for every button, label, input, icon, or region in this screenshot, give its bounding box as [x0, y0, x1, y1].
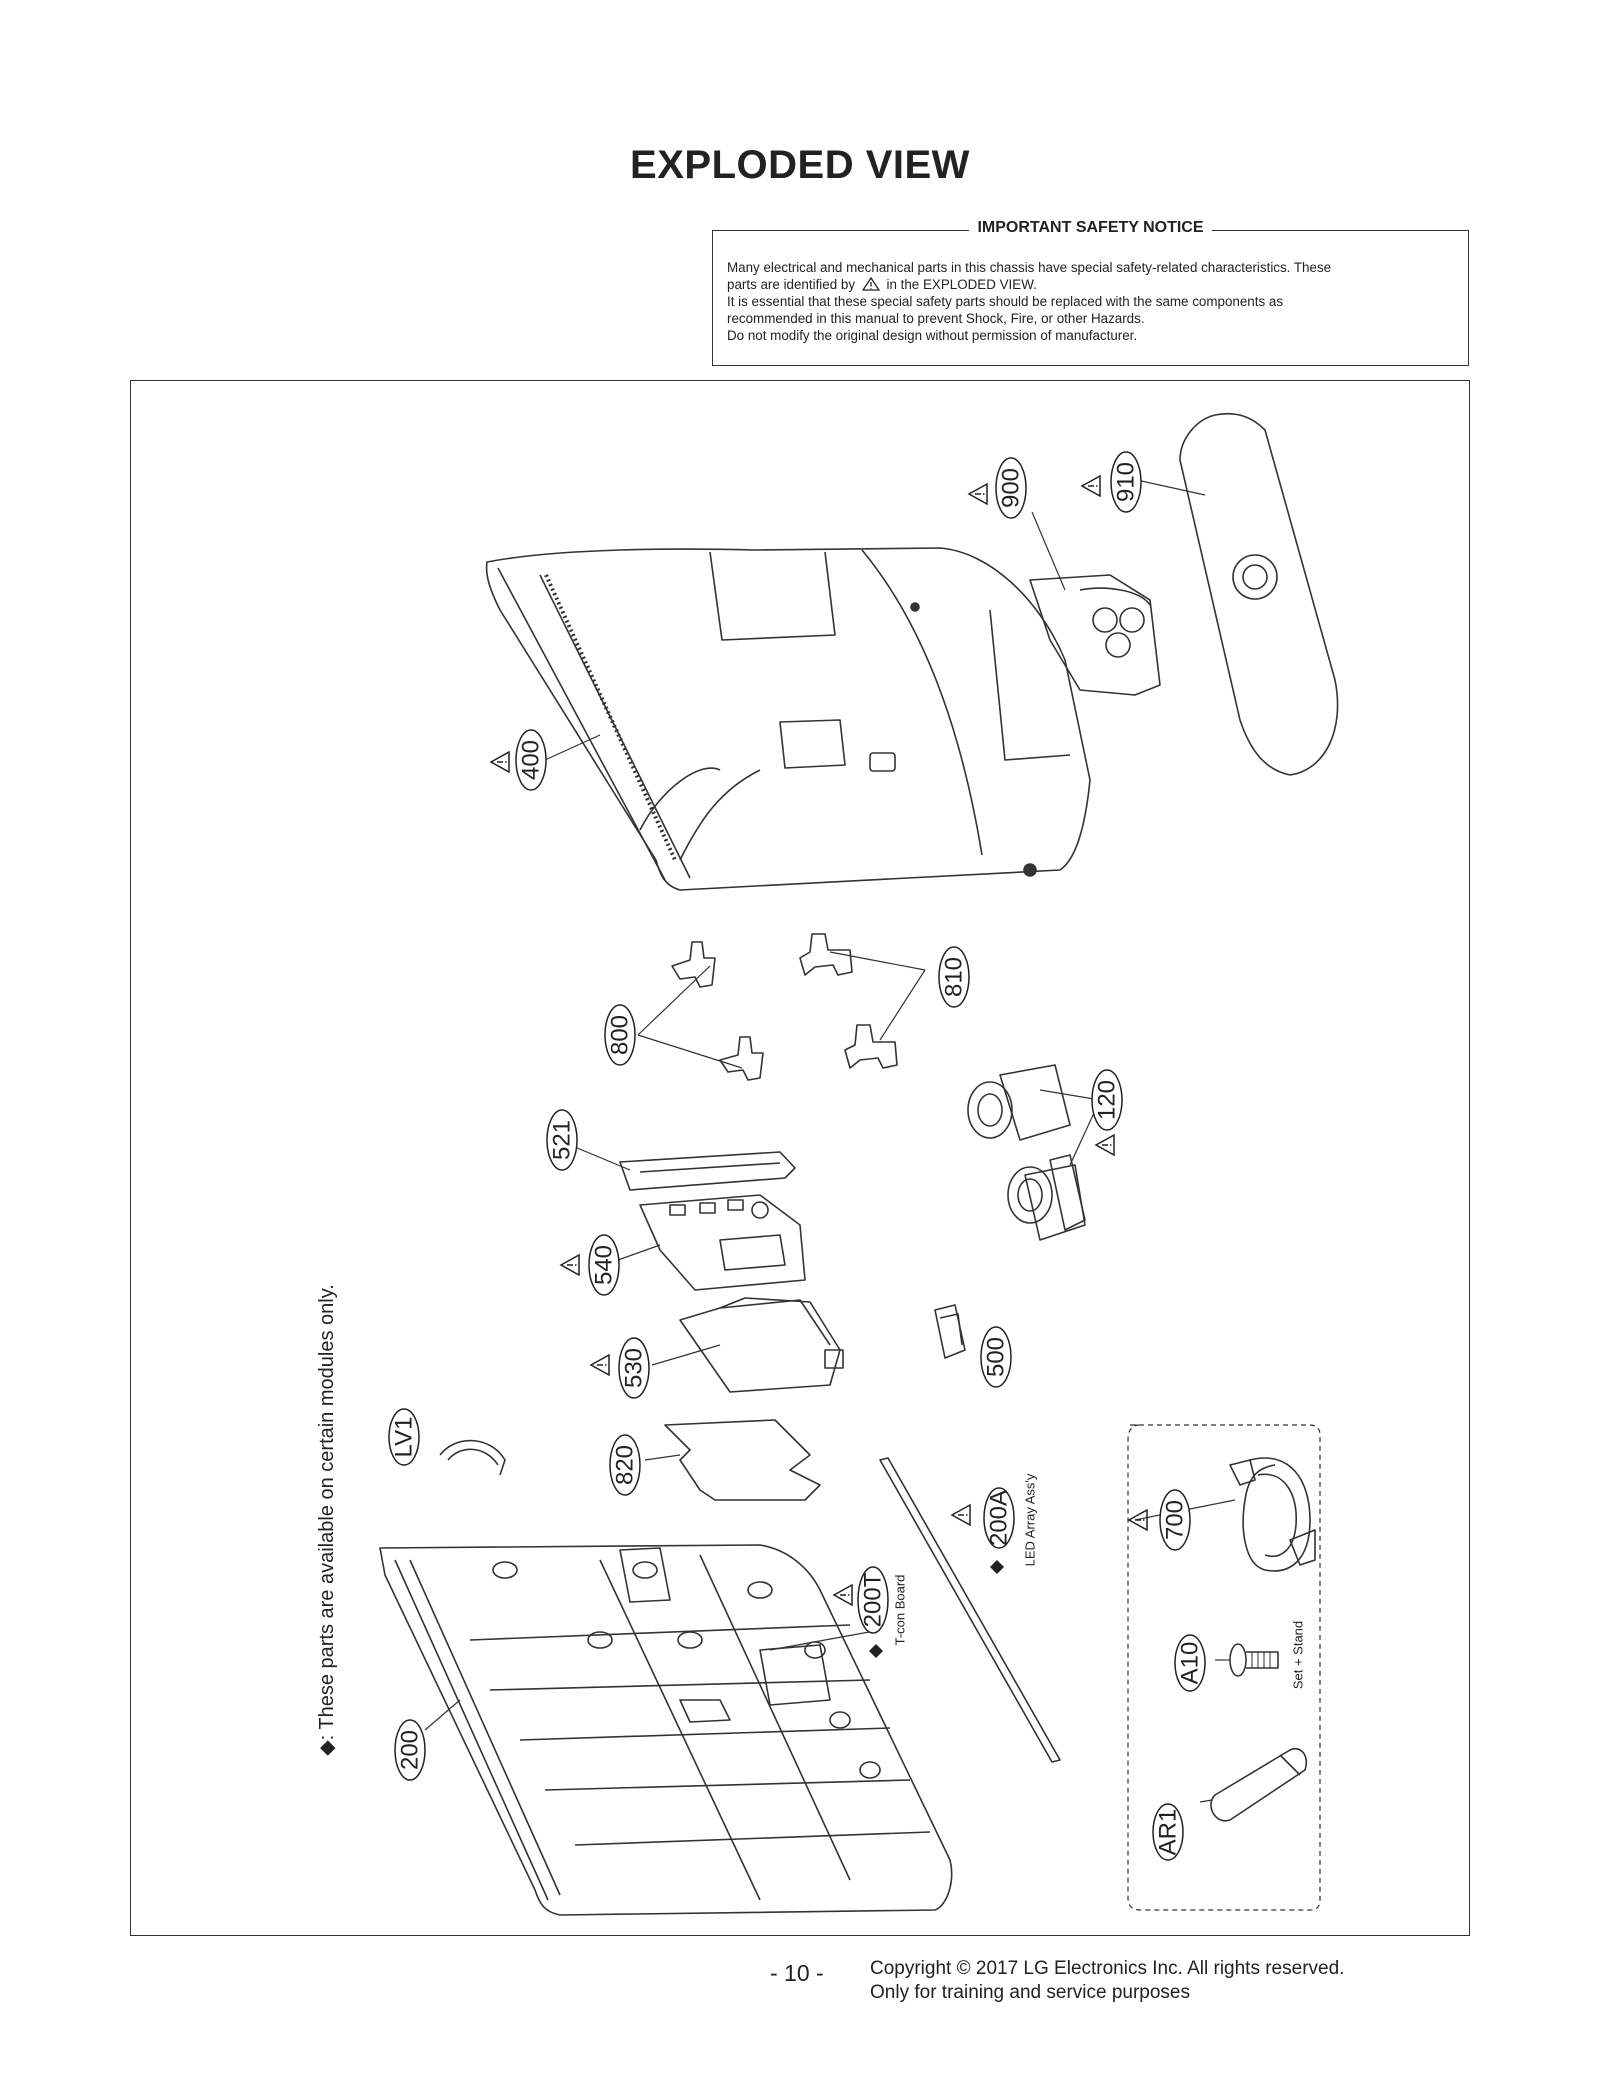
callout-a10: A10 — [1177, 1642, 1204, 1685]
page-title: EXPLODED VIEW — [630, 143, 970, 187]
note-set-stand: Set + Stand — [1291, 1621, 1306, 1689]
note-led-array: LED Array Ass'y — [1023, 1473, 1038, 1566]
cable-lv1-part — [439, 1439, 506, 1476]
stand-base-part — [1179, 412, 1339, 776]
callout-521: 521 — [549, 1120, 576, 1160]
main-board-540-part — [639, 1194, 806, 1291]
power-board-530-part — [679, 1297, 844, 1393]
back-cover-part — [485, 547, 1091, 891]
speaker-120-part — [967, 1064, 1086, 1241]
callout-500: 500 — [983, 1337, 1010, 1377]
led-strip-200a-part — [879, 1457, 1061, 1763]
accessory-box-outline — [1127, 1424, 1321, 1911]
notice-line-1: Many electrical and mechanical parts in … — [727, 260, 1332, 275]
note-tcon-board: T-con Board — [893, 1575, 908, 1646]
callout-120: 120 — [1094, 1080, 1121, 1120]
modules-side-note: ◆: These parts are available on certain … — [316, 1284, 338, 1756]
screw-a10-part — [1229, 1643, 1279, 1677]
callout-200: 200 — [397, 1730, 424, 1770]
sheet-820-part — [664, 1419, 821, 1501]
remote-ar1-part — [1210, 1748, 1308, 1822]
safety-notice-body: Many electrical and mechanical parts in … — [727, 259, 1454, 344]
safety-notice: IMPORTANT SAFETY NOTICE Many electrical … — [712, 219, 1469, 366]
leader-lines — [424, 479, 1236, 1803]
callout-810: 810 — [941, 957, 968, 997]
bracket-800-part — [671, 941, 764, 1081]
callout-540: 540 — [591, 1245, 618, 1285]
bracket-810-part — [799, 933, 898, 1069]
callout-400: 400 — [518, 740, 545, 780]
warning-triangle-icon — [490, 475, 1148, 1606]
callout-ar1: AR1 — [1155, 1809, 1182, 1856]
cable-700-part — [1229, 1457, 1316, 1572]
callout-200a: 200A — [986, 1490, 1013, 1546]
panel-module-200-part — [379, 1544, 953, 1916]
bracket-521-part — [619, 1151, 796, 1191]
diamond-icon — [869, 1560, 1004, 1658]
callout-820: 820 — [612, 1445, 639, 1485]
stand-neck-part — [1029, 574, 1161, 696]
diagram-frame — [130, 380, 1470, 1936]
callout-200t: 200T — [860, 1572, 887, 1627]
copyright-line-2: Only for training and service purposes — [870, 1982, 1190, 2003]
warning-triangle-icon — [861, 276, 880, 291]
callout-lv1: LV1 — [391, 1417, 418, 1458]
page-number: - 10 - — [770, 1960, 824, 1986]
notice-line-2: parts are identified by in the EXPLODED … — [727, 276, 1037, 292]
part-500 — [934, 1304, 966, 1359]
callout-530: 530 — [621, 1348, 648, 1388]
notice-line-5: Do not modify the original design withou… — [727, 328, 1138, 343]
callout-800: 800 — [607, 1015, 634, 1055]
callout-900: 900 — [998, 468, 1025, 508]
notice-line-3: It is essential that these special safet… — [727, 294, 1284, 309]
safety-notice-heading: IMPORTANT SAFETY NOTICE — [969, 219, 1212, 236]
copyright-notice: Copyright © 2017 LG Electronics Inc. All… — [870, 1957, 1344, 2005]
copyright-line-1: Copyright © 2017 LG Electronics Inc. All… — [870, 1958, 1345, 1979]
callout-700: 700 — [1162, 1500, 1189, 1540]
notice-line-4: recommended in this manual to prevent Sh… — [727, 311, 1145, 326]
callout-910: 910 — [1113, 462, 1140, 502]
